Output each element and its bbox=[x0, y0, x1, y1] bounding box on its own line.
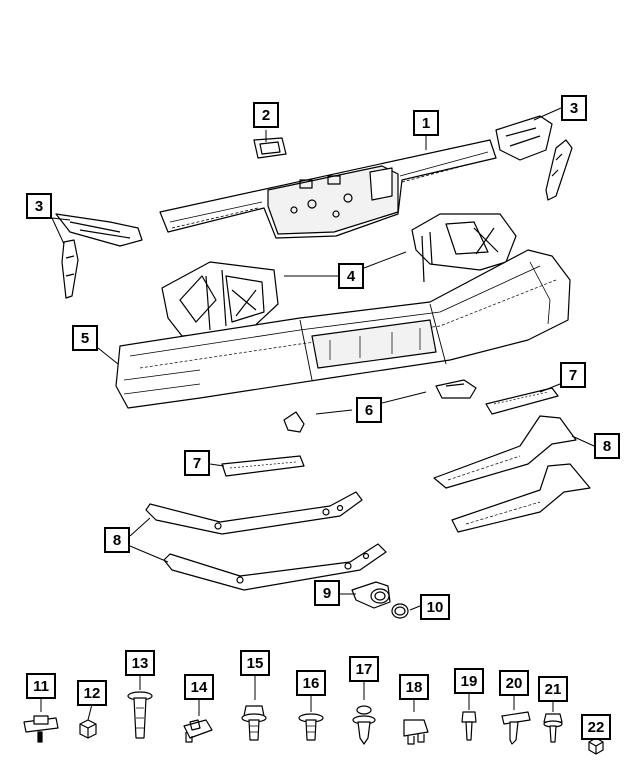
callout-3-right: 3 bbox=[561, 95, 587, 121]
lower-trim-left-lower bbox=[163, 543, 387, 591]
callout-16: 16 bbox=[296, 670, 326, 696]
lower-trim-right-lower bbox=[451, 463, 591, 533]
callout-3-left: 3 bbox=[26, 193, 52, 219]
callout-1: 1 bbox=[413, 110, 439, 136]
lower-trim-right-upper bbox=[433, 415, 577, 489]
leader-lines bbox=[40, 107, 597, 740]
fastener-15 bbox=[241, 705, 267, 741]
reflector-left bbox=[221, 455, 305, 477]
callout-8-right: 8 bbox=[594, 433, 620, 459]
fastener-13 bbox=[127, 691, 153, 739]
fastener-11 bbox=[23, 715, 59, 743]
license-lamp bbox=[253, 137, 287, 159]
callout-22: 22 bbox=[581, 714, 611, 740]
callout-12: 12 bbox=[77, 680, 107, 706]
fastener-22 bbox=[588, 737, 604, 755]
bumper-fascia bbox=[115, 249, 571, 409]
reflector-right bbox=[485, 387, 559, 415]
callout-15: 15 bbox=[240, 650, 270, 676]
callout-18: 18 bbox=[399, 674, 429, 700]
step-bumper-bar bbox=[159, 139, 497, 239]
fastener-17 bbox=[352, 705, 376, 745]
fastener-20 bbox=[501, 711, 531, 745]
bumper-bracket-left bbox=[55, 213, 143, 299]
frame-bracket-left bbox=[161, 261, 279, 337]
callout-11: 11 bbox=[26, 673, 56, 699]
fastener-12 bbox=[79, 719, 97, 739]
callout-5: 5 bbox=[72, 325, 98, 351]
callout-10: 10 bbox=[420, 594, 450, 620]
sensor-housing-left bbox=[283, 411, 305, 433]
callout-21: 21 bbox=[538, 676, 568, 702]
park-assist-sensor bbox=[351, 581, 391, 609]
callout-9: 9 bbox=[314, 580, 340, 606]
callout-20: 20 bbox=[499, 670, 529, 696]
callout-13: 13 bbox=[125, 650, 155, 676]
frame-bracket-right bbox=[411, 213, 517, 283]
callout-7-left: 7 bbox=[184, 450, 210, 476]
fastener-14 bbox=[183, 719, 213, 743]
callout-6: 6 bbox=[356, 397, 382, 423]
fastener-18 bbox=[403, 719, 429, 745]
bumper-bracket-right bbox=[495, 115, 573, 201]
callout-2: 2 bbox=[253, 102, 279, 128]
callout-14: 14 bbox=[184, 674, 214, 700]
callout-8-left: 8 bbox=[104, 527, 130, 553]
callout-4: 4 bbox=[338, 263, 364, 289]
callout-7-right: 7 bbox=[560, 362, 586, 388]
callout-17: 17 bbox=[349, 656, 379, 682]
sensor-housing-right bbox=[435, 379, 477, 399]
sensor-seal-ring bbox=[391, 603, 409, 619]
fastener-16 bbox=[298, 713, 324, 741]
lower-trim-left-upper bbox=[145, 491, 363, 535]
fastener-21 bbox=[543, 713, 563, 743]
callout-19: 19 bbox=[454, 668, 484, 694]
fastener-19 bbox=[461, 711, 477, 741]
